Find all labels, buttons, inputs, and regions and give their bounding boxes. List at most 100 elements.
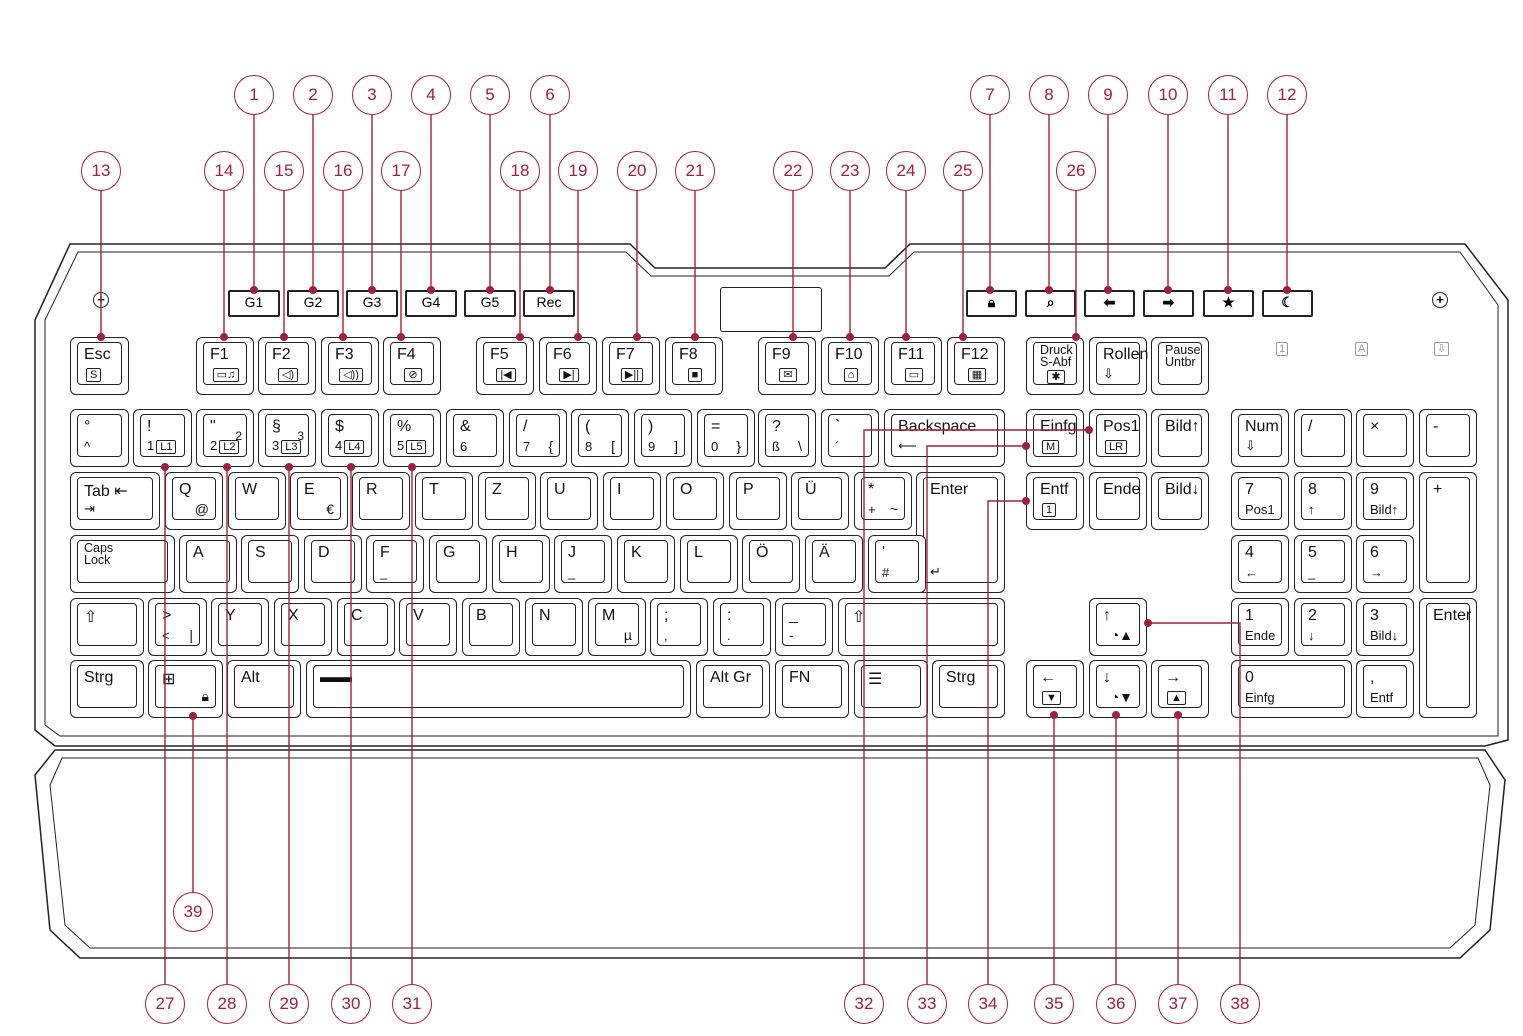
- key-altgr[interactable]: Alt Gr: [696, 660, 770, 718]
- key-j[interactable]: J_: [554, 535, 612, 593]
- key-dash[interactable]: _-: [775, 598, 833, 656]
- key-tab[interactable]: Tab ⇤⇥: [70, 472, 160, 530]
- key-z[interactable]: Z: [478, 472, 536, 530]
- key-f3[interactable]: F3◁)): [321, 337, 379, 395]
- key-acute[interactable]: `´: [821, 409, 879, 467]
- key-lt[interactable]: ><|: [148, 598, 207, 656]
- key-n5[interactable]: 5_: [1294, 535, 1352, 593]
- key-i[interactable]: I: [603, 472, 661, 530]
- key-ende[interactable]: Ende: [1089, 472, 1147, 530]
- key-p[interactable]: P: [729, 472, 787, 530]
- key-ue[interactable]: Ü: [791, 472, 849, 530]
- key-pause[interactable]: Pause Untbr: [1151, 337, 1209, 395]
- key-r[interactable]: R: [352, 472, 410, 530]
- key-num[interactable]: Num⇩: [1231, 409, 1289, 467]
- key-n[interactable]: N: [525, 598, 583, 656]
- key-druck[interactable]: Druck S-Abf✱: [1026, 337, 1084, 395]
- key-n6[interactable]: 6→: [1356, 535, 1414, 593]
- key-e[interactable]: E€: [290, 472, 348, 530]
- moon-key[interactable]: ☾: [1262, 290, 1313, 317]
- key-f8[interactable]: F8■: [665, 337, 723, 395]
- key-f4[interactable]: F4⊘: [383, 337, 441, 395]
- key-k6[interactable]: &6: [446, 409, 504, 467]
- key-fn[interactable]: FN: [775, 660, 849, 718]
- key-divide[interactable]: /: [1294, 409, 1352, 467]
- key-h[interactable]: H: [492, 535, 550, 593]
- key-lshift[interactable]: ⇧: [70, 598, 144, 656]
- key-bilddown[interactable]: Bild↓: [1151, 472, 1209, 530]
- key-f7[interactable]: F7▶||: [602, 337, 660, 395]
- key-period[interactable]: :.: [713, 598, 771, 656]
- key-comma[interactable]: ;,: [650, 598, 708, 656]
- key-f10[interactable]: F10⌂: [821, 337, 879, 395]
- key-lctrl[interactable]: Strg: [70, 660, 144, 718]
- key-oe[interactable]: Ö: [742, 535, 800, 593]
- key-d[interactable]: D: [304, 535, 362, 593]
- key-u[interactable]: U: [540, 472, 598, 530]
- key-sz[interactable]: ?ß\: [758, 409, 816, 467]
- key-down[interactable]: ↓◔▼: [1089, 660, 1147, 718]
- key-f[interactable]: F_: [366, 535, 424, 593]
- key-bildup[interactable]: Bild↑: [1151, 409, 1209, 467]
- key-rollen[interactable]: Rollen⇩: [1089, 337, 1148, 395]
- key-f1[interactable]: F1▭♫: [196, 337, 254, 395]
- key-c[interactable]: C: [337, 598, 395, 656]
- key-caps[interactable]: Caps Lock: [70, 535, 175, 593]
- key-k9[interactable]: )9]: [634, 409, 692, 467]
- key-k8[interactable]: (8[: [571, 409, 629, 467]
- key-ae[interactable]: Ä: [805, 535, 863, 593]
- key-nplus[interactable]: +: [1419, 472, 1477, 593]
- key-menu[interactable]: ☰: [854, 660, 928, 718]
- lock-key[interactable]: 🔒︎: [966, 290, 1017, 317]
- key-l[interactable]: L: [680, 535, 738, 593]
- key-left[interactable]: ←▼: [1026, 660, 1084, 718]
- key-o[interactable]: O: [666, 472, 724, 530]
- key-w[interactable]: W: [228, 472, 286, 530]
- key-rshift[interactable]: ⇧: [838, 598, 1005, 656]
- key-caret[interactable]: °^: [70, 409, 129, 467]
- key-right[interactable]: →▲: [1151, 660, 1209, 718]
- key-minus[interactable]: -: [1419, 409, 1477, 467]
- key-f2[interactable]: F2◁): [258, 337, 316, 395]
- key-k0[interactable]: =0}: [697, 409, 755, 467]
- key-win[interactable]: ⊞🔒︎: [148, 660, 223, 718]
- key-multiply[interactable]: ×: [1356, 409, 1414, 467]
- key-hash[interactable]: '#: [868, 535, 926, 593]
- key-enter[interactable]: Enter↵: [916, 472, 1005, 593]
- key-f9[interactable]: F9✉: [758, 337, 816, 395]
- key-f5[interactable]: F5|◀: [476, 337, 534, 395]
- arrow-left-key[interactable]: ⬅: [1084, 290, 1135, 317]
- key-n8[interactable]: 8↑: [1294, 472, 1352, 530]
- key-nenter[interactable]: Enter: [1419, 598, 1477, 718]
- key-n4[interactable]: 4←: [1231, 535, 1289, 593]
- key-y[interactable]: Y: [211, 598, 269, 656]
- key-x[interactable]: X: [274, 598, 332, 656]
- key-b[interactable]: B: [462, 598, 520, 656]
- key-up[interactable]: ↑◔▲: [1089, 598, 1147, 656]
- key-t[interactable]: T: [415, 472, 473, 530]
- key-k7[interactable]: /7{: [509, 409, 567, 467]
- key-k[interactable]: K: [617, 535, 675, 593]
- key-f12[interactable]: F12▦: [947, 337, 1005, 395]
- key-ndel[interactable]: ,Entf: [1356, 660, 1414, 718]
- key-n2[interactable]: 2↓: [1294, 598, 1352, 656]
- key-f11[interactable]: F11▭: [884, 337, 942, 395]
- key-q[interactable]: Q@: [165, 472, 223, 530]
- key-f6[interactable]: F6▶|: [539, 337, 597, 395]
- key-g[interactable]: G: [429, 535, 487, 593]
- key-backspace[interactable]: Backspace⟵: [884, 409, 1005, 467]
- key-space[interactable]: ▬▬: [306, 660, 691, 718]
